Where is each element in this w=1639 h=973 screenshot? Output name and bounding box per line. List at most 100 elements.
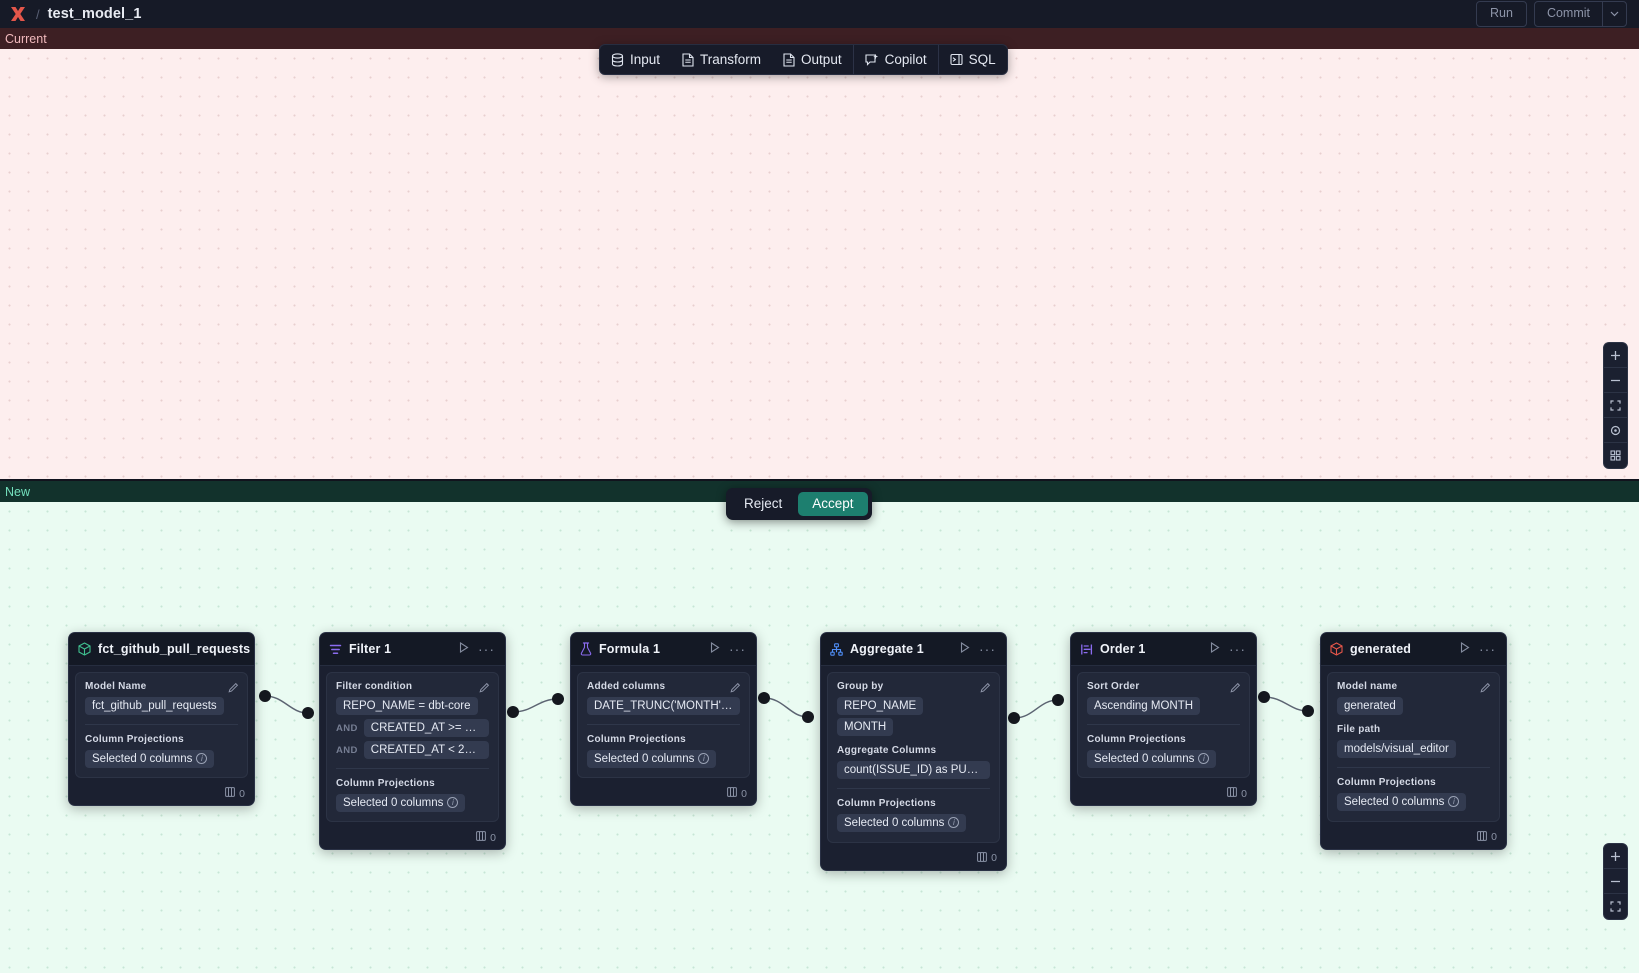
fit-view-icon[interactable] <box>1604 894 1627 919</box>
node-footer: 0 <box>571 784 756 805</box>
info-icon[interactable]: i <box>447 797 459 809</box>
node-footer: 0 <box>320 828 505 849</box>
node-title: Formula 1 <box>599 642 661 656</box>
section-label: Group by <box>837 681 884 692</box>
node-menu-icon[interactable]: ··· <box>979 641 996 657</box>
model-name-value[interactable]: generated <box>1337 697 1403 715</box>
aggregate-columns-value[interactable]: count(ISSUE_ID) as PULL_REQUEST_… <box>837 761 990 780</box>
review-actions: Reject Accept <box>726 488 872 520</box>
zoom-controls-new <box>1603 843 1628 920</box>
node-panel: Model name generated File path models/vi… <box>1327 672 1500 822</box>
node-menu-icon[interactable]: ··· <box>1229 641 1246 657</box>
node-footer: 0 <box>69 784 254 805</box>
section-label: Column Projections <box>1087 734 1186 746</box>
copilot-sparkle-icon <box>865 53 879 67</box>
section-label: Column Projections <box>336 778 435 790</box>
run-node-icon[interactable] <box>1460 640 1470 658</box>
filter-condition-2[interactable]: CREATED_AT >= 2024-12-01 <box>363 719 489 738</box>
chevron-down-icon[interactable] <box>1602 2 1626 26</box>
model-name-value[interactable]: fct_github_pull_requests <box>85 697 224 715</box>
run-node-icon[interactable] <box>1210 640 1220 658</box>
current-label: Current <box>5 31 47 46</box>
node-card-generated[interactable]: generated ··· Model name generated File … <box>1320 632 1507 850</box>
node-card-order[interactable]: Order 1 ··· Sort Order Ascending MONTH <box>1070 632 1257 807</box>
node-header-actions: ··· <box>1210 640 1248 658</box>
info-icon[interactable]: i <box>196 753 208 765</box>
file-path-value[interactable]: models/visual_editor <box>1337 740 1456 759</box>
run-button[interactable]: Run <box>1476 1 1527 27</box>
node-header[interactable]: generated ··· <box>1321 633 1506 666</box>
group-by-value-2[interactable]: MONTH <box>837 718 894 737</box>
edit-pencil-icon[interactable] <box>730 680 741 698</box>
node-card-filter[interactable]: Filter 1 ··· Filter condition REPO_NAME … <box>319 632 506 851</box>
sort-order-value[interactable]: Ascending MONTH <box>1087 697 1201 715</box>
info-icon[interactable]: i <box>1198 753 1210 765</box>
flask-icon <box>580 642 592 656</box>
node-header[interactable]: Filter 1 ··· <box>320 633 505 666</box>
commit-button[interactable]: Commit <box>1535 2 1602 25</box>
run-node-icon[interactable] <box>710 640 720 658</box>
new-canvas[interactable]: fct_github_pull_requests ··· Model Name … <box>0 502 1639 973</box>
toolbar-item-output[interactable]: Output <box>772 45 853 74</box>
zoom-in-icon[interactable] <box>1604 844 1627 869</box>
added-columns-value[interactable]: DATE_TRUNC('MONTH', CREATED_AT… <box>587 697 740 715</box>
grid-icon[interactable] <box>1604 443 1627 468</box>
toolbar-label-output: Output <box>801 52 842 67</box>
logo-icon[interactable] <box>8 4 28 24</box>
center-icon[interactable] <box>1604 418 1627 443</box>
node-card-source[interactable]: fct_github_pull_requests ··· Model Name … <box>68 632 255 807</box>
zoom-out-icon[interactable] <box>1604 368 1627 393</box>
toolbar-item-input[interactable]: Input <box>600 45 671 74</box>
edit-pencil-icon[interactable] <box>479 680 490 698</box>
reject-button[interactable]: Reject <box>730 492 796 516</box>
toolbar-label-sql: SQL <box>968 52 996 67</box>
toolbar-item-copilot[interactable]: Copilot <box>854 45 938 74</box>
node-footer: 0 <box>821 849 1006 870</box>
node-menu-icon[interactable]: ··· <box>478 641 495 657</box>
info-icon[interactable]: i <box>1448 796 1460 808</box>
node-header[interactable]: Order 1 ··· <box>1071 633 1256 666</box>
filter-condition-1[interactable]: REPO_NAME = dbt-core <box>336 697 478 715</box>
node-title: generated <box>1350 642 1412 656</box>
toolbar-item-sql[interactable]: SQL <box>939 45 1007 74</box>
zoom-in-icon[interactable] <box>1604 343 1627 368</box>
filter-condition-3[interactable]: CREATED_AT < 2025-03-01 <box>363 741 489 760</box>
node-card-formula[interactable]: Formula 1 ··· Added columns DATE_TRUNC('… <box>570 632 757 807</box>
node-card-aggregate[interactable]: Aggregate 1 ··· Group by REPO_NAME MONTH <box>820 632 1007 871</box>
node-footer: 0 <box>1321 828 1506 849</box>
page-title: test_model_1 <box>47 6 142 22</box>
filter-condition-row: AND CREATED_AT >= 2024-12-01 <box>336 719 489 738</box>
node-menu-icon[interactable]: ··· <box>729 641 746 657</box>
section-label: Sort Order <box>1087 681 1140 692</box>
edit-pencil-icon[interactable] <box>1480 680 1491 698</box>
panel-divider <box>1337 767 1490 769</box>
fit-view-icon[interactable] <box>1604 393 1627 418</box>
toolbar-item-transform[interactable]: Transform <box>671 45 772 74</box>
run-node-icon[interactable] <box>459 640 469 658</box>
edit-pencil-icon[interactable] <box>228 680 239 698</box>
edit-pencil-icon[interactable] <box>980 680 991 698</box>
panel-divider <box>587 724 740 725</box>
info-icon[interactable]: i <box>698 753 710 764</box>
accept-button[interactable]: Accept <box>798 492 868 516</box>
edit-pencil-icon[interactable] <box>1230 680 1241 698</box>
zoom-out-icon[interactable] <box>1604 869 1627 894</box>
node-header[interactable]: Aggregate 1 ··· <box>821 633 1006 666</box>
current-canvas[interactable] <box>0 49 1639 479</box>
info-icon[interactable]: i <box>948 817 960 829</box>
section-label: Column Projections <box>587 734 686 745</box>
run-node-icon[interactable] <box>960 640 970 658</box>
section-label: Aggregate Columns <box>837 745 937 757</box>
panel-divider <box>837 788 990 790</box>
node-header[interactable]: Formula 1 ··· <box>571 633 756 666</box>
group-by-value-1[interactable]: REPO_NAME <box>837 697 924 715</box>
node-body: Filter condition REPO_NAME = dbt-core AN… <box>320 666 505 828</box>
node-menu-icon[interactable]: ··· <box>1479 641 1496 657</box>
node-header[interactable]: fct_github_pull_requests ··· <box>69 633 254 666</box>
